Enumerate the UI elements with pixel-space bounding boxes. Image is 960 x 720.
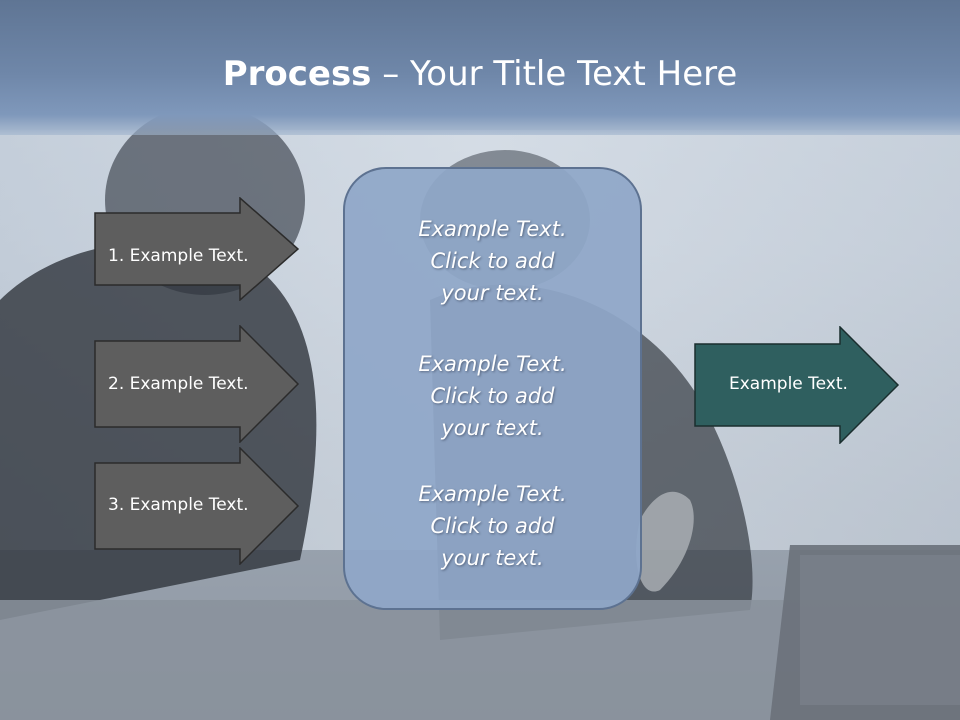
header-band [0, 0, 960, 135]
center-block-1-line-2: Click to add [430, 249, 555, 273]
input-label-2: 2. Example Text. [108, 374, 249, 394]
input-arrow-3 [94, 447, 300, 565]
center-panel [343, 167, 642, 610]
center-block-3-line-1: Example Text. [418, 482, 567, 506]
title-bold: Process [222, 54, 372, 94]
slide-title: Process – Your Title Text Here [0, 52, 960, 96]
center-block-3: Example Text. Click to add your text. [345, 478, 640, 574]
center-block-1-line-1: Example Text. [418, 217, 567, 241]
center-block-1-line-3: your text. [441, 281, 544, 305]
input-arrow-1 [94, 197, 300, 301]
center-block-2-line-1: Example Text. [418, 352, 567, 376]
input-arrow-2 [94, 325, 300, 443]
center-block-2-line-2: Click to add [430, 384, 555, 408]
center-block-2: Example Text. Click to add your text. [345, 348, 640, 444]
input-label-3: 3. Example Text. [108, 495, 249, 515]
input-label-1: 1. Example Text. [108, 246, 249, 266]
title-rest: – Your Title Text Here [371, 54, 738, 94]
center-block-1: Example Text. Click to add your text. [345, 213, 640, 309]
center-block-2-line-3: your text. [441, 416, 544, 440]
output-label: Example Text. [729, 374, 848, 394]
output-arrow [694, 326, 900, 444]
center-block-3-line-2: Click to add [430, 514, 555, 538]
center-block-3-line-3: your text. [441, 546, 544, 570]
